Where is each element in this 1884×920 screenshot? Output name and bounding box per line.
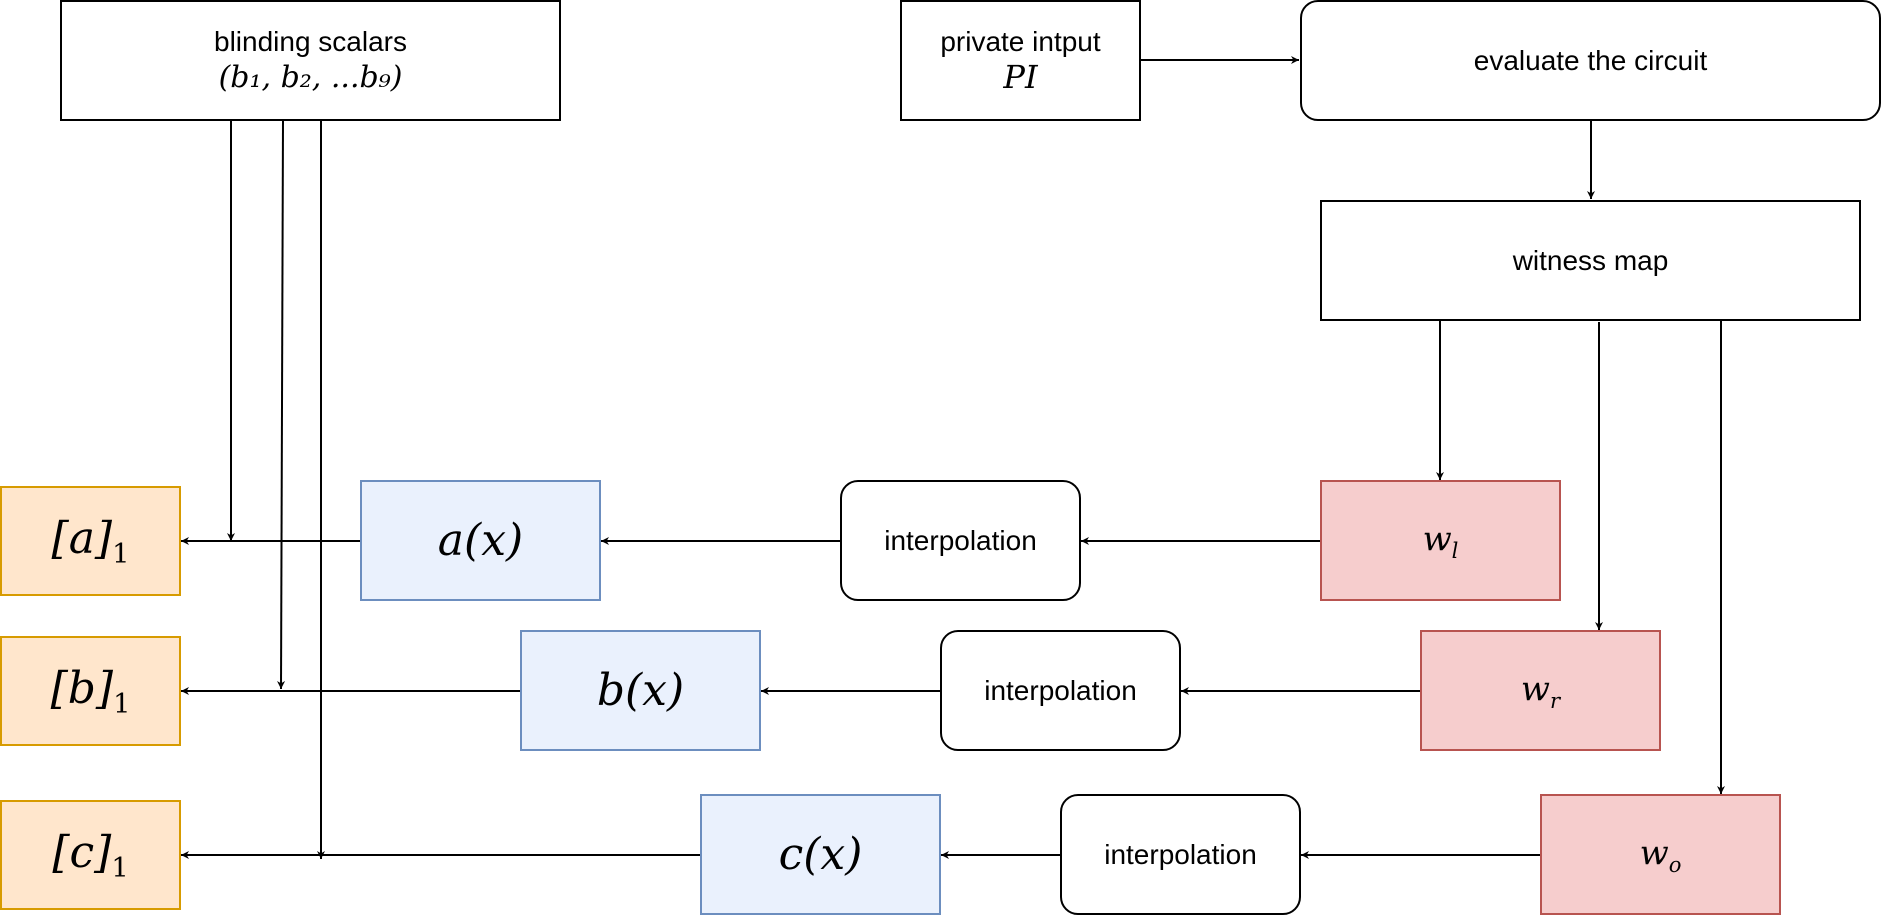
interpolation-c-node: interpolation (1060, 794, 1301, 915)
commitment-c-sub: 1 (111, 852, 129, 884)
interpolation-b-node: interpolation (940, 630, 1181, 751)
commitment-b-sub: 1 (113, 688, 131, 720)
blinding-scalars-node: blinding scalars (b₁, b₂, ...b₉) (60, 0, 561, 121)
evaluate-circuit-node: evaluate the circuit (1300, 0, 1881, 121)
witness-wo-base: w (1639, 832, 1669, 873)
witness-wr-node: wr (1420, 630, 1661, 751)
private-input-label: private intput (940, 25, 1101, 57)
witness-map-node: witness map (1320, 200, 1861, 321)
witness-wl-node: wl (1320, 480, 1561, 601)
polynomial-c-label: c(x) (778, 829, 863, 880)
blinding-scalars-formula: (b₁, b₂, ...b₉) (218, 60, 403, 95)
commitment-b-node: [b]1 (0, 636, 181, 746)
polynomial-c-node: c(x) (700, 794, 941, 915)
interpolation-c-label: interpolation (1104, 838, 1257, 870)
blinding-scalars-label: blinding scalars (214, 26, 407, 57)
commitment-b-math: [b]1 (51, 663, 131, 720)
commitment-b-base: [b] (50, 662, 114, 714)
polynomial-b-label: b(x) (596, 665, 685, 716)
commitment-c-math: [c]1 (52, 827, 128, 884)
witness-wo-sub: o (1668, 851, 1682, 877)
interpolation-a-label: interpolation (884, 524, 1037, 556)
witness-wr-sub: r (1550, 687, 1561, 713)
witness-wl-base: w (1422, 518, 1452, 559)
interpolation-a-node: interpolation (840, 480, 1081, 601)
commitment-a-base: [a] (51, 512, 113, 564)
polynomial-a-node: a(x) (360, 480, 601, 601)
witness-map-label: witness map (1512, 244, 1669, 276)
witness-wl-sub: l (1451, 537, 1459, 563)
polynomial-a-label: a(x) (437, 515, 524, 566)
witness-wr-math: wr (1521, 669, 1560, 713)
evaluate-circuit-label: evaluate the circuit (1473, 44, 1708, 76)
private-input-node: private intput PI (900, 0, 1141, 121)
commitment-a-node: [a]1 (0, 486, 181, 596)
arrow-blinding-to-b (277, 119, 286, 690)
witness-wo-math: wo (1640, 833, 1682, 877)
interpolation-b-label: interpolation (984, 674, 1137, 706)
commitment-a-math: [a]1 (52, 513, 130, 570)
polynomial-b-node: b(x) (520, 630, 761, 751)
commitment-c-node: [c]1 (0, 800, 181, 910)
witness-wl-math: wl (1423, 519, 1459, 563)
witness-wr-base: w (1520, 668, 1551, 709)
commitment-a-sub: 1 (112, 538, 130, 570)
witness-wo-node: wo (1540, 794, 1781, 915)
commitment-c-base: [c] (52, 826, 112, 878)
private-input-formula: PI (1003, 57, 1038, 96)
